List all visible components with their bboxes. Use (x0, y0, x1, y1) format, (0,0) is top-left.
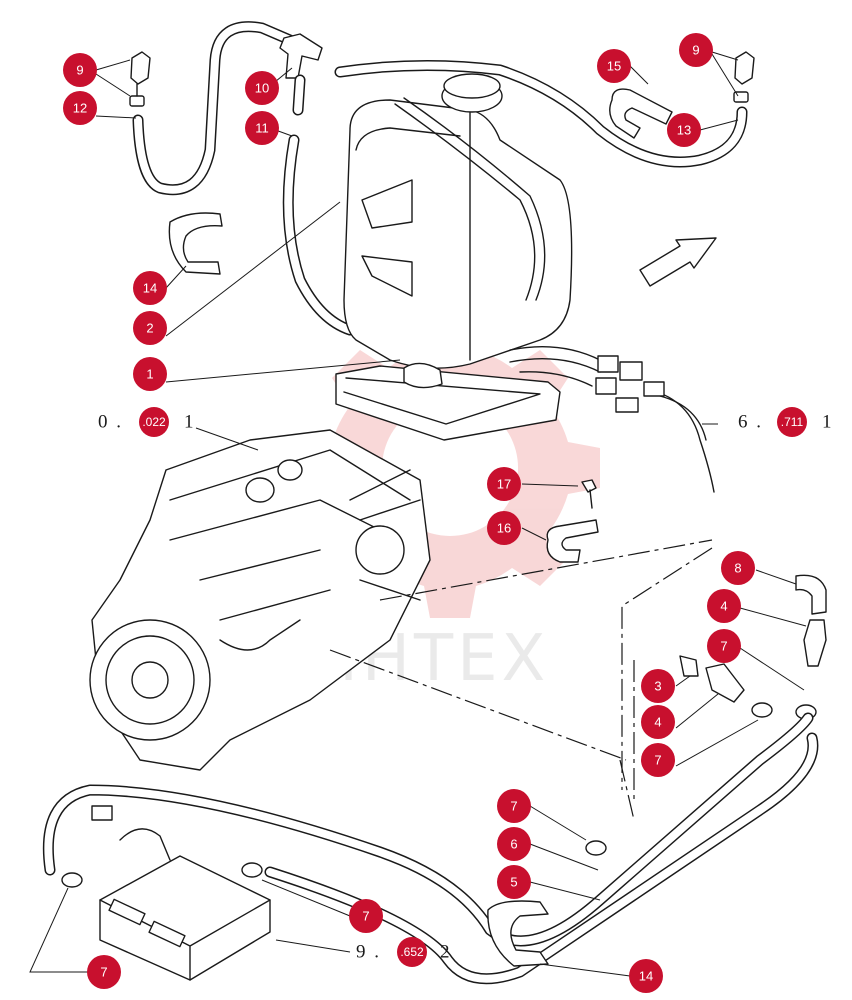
wiring-harness (509, 346, 715, 493)
ref-badge-text: .711 (781, 415, 804, 429)
callout-label: 4 (654, 715, 661, 730)
callout-label: 1 (146, 367, 153, 382)
callout: 5 (497, 865, 531, 899)
callout-label: 14 (639, 969, 653, 984)
callout: 11 (245, 111, 279, 145)
ref-suffix: 2 (440, 942, 452, 963)
callout: 13 (667, 113, 701, 147)
ref-badge: .022 (139, 407, 169, 437)
callout: 14 (133, 271, 167, 305)
callout-label: 7 (362, 909, 369, 924)
callout-label: 5 (510, 875, 517, 890)
bolt-icon-17 (581, 479, 597, 509)
ref-badge-text: .652 (400, 945, 424, 959)
callout: 7 (349, 899, 383, 933)
clip-16 (546, 519, 599, 563)
callout-label: 11 (255, 121, 269, 136)
callout: 17 (487, 467, 521, 501)
clip-15 (609, 88, 673, 139)
callout: 7 (641, 743, 675, 777)
callout-label: 16 (497, 521, 511, 536)
connector-icon (679, 619, 827, 703)
ref-badge: .711 (777, 407, 807, 437)
callout-label: 13 (677, 123, 691, 138)
callout-label: 3 (654, 679, 661, 694)
callout-label: 8 (734, 561, 741, 576)
callout: 2 (133, 311, 167, 345)
callout: 12 (63, 91, 97, 125)
ref-badge: .652 (397, 937, 427, 967)
hose-11 (282, 134, 356, 336)
callout-label: 9 (692, 43, 699, 58)
engine (89, 429, 431, 771)
callout-label: 9 (76, 63, 83, 78)
callouts: 9 12 10 11 15 9 13 14 2 1 17 16 8 4 7 3 … (63, 33, 755, 993)
bolt-icon-right (733, 51, 755, 103)
ref-badge-text: .022 (142, 415, 166, 429)
ref-suffix: 1 (184, 412, 196, 433)
callout-label: 12 (73, 101, 87, 116)
hose-12 (132, 21, 296, 196)
tank (343, 73, 573, 369)
callout-label: 7 (654, 753, 661, 768)
guide-lines (329, 539, 713, 821)
callout-label: 2 (146, 321, 153, 336)
callout: 14 (629, 959, 663, 993)
callout-label: 17 (497, 477, 511, 492)
reference-0022: 0 . .022 1 (98, 407, 196, 437)
callout: 4 (707, 589, 741, 623)
tank-tray (335, 362, 561, 441)
ref-suffix: 1 (822, 412, 834, 433)
tee-fitting (279, 33, 323, 116)
callout: 7 (87, 955, 121, 989)
bolt-icon (129, 51, 151, 107)
callout: 3 (641, 669, 675, 703)
callout: 15 (597, 49, 631, 83)
callout-label: 6 (510, 837, 517, 852)
callout-label: 14 (143, 281, 157, 296)
callout: 10 (245, 71, 279, 105)
ref-prefix: 0 . (98, 412, 123, 433)
bracket-14-bottom (487, 900, 549, 967)
ref-prefix: 9 . (356, 942, 381, 963)
callout: 4 (641, 705, 675, 739)
callout: 16 (487, 511, 521, 545)
callout: 8 (721, 551, 755, 585)
band-clamp-14 (168, 212, 223, 275)
direction-arrow-icon (639, 237, 717, 287)
ref-prefix: 6 . (738, 412, 763, 433)
reference-6711: 6 . .711 1 (738, 407, 834, 437)
callout-label: 7 (510, 799, 517, 814)
hose-clamp-icon (61, 702, 817, 888)
callout-label: 7 (100, 965, 107, 980)
callout-label: 15 (607, 59, 621, 74)
hose-13 (334, 59, 748, 168)
callout: 9 (679, 33, 713, 67)
callout: 6 (497, 827, 531, 861)
callout-label: 7 (720, 639, 727, 654)
callout: 7 (707, 629, 741, 663)
callout: 1 (133, 357, 167, 391)
callout-label: 10 (255, 81, 269, 96)
leader-lines (29, 51, 807, 977)
control-unit (91, 805, 271, 981)
reference-9652: 9 . .652 2 (356, 937, 452, 967)
callout: 9 (63, 53, 97, 87)
elbow-fitting-8 (795, 574, 827, 615)
callout-label: 4 (720, 599, 727, 614)
callout: 7 (497, 789, 531, 823)
